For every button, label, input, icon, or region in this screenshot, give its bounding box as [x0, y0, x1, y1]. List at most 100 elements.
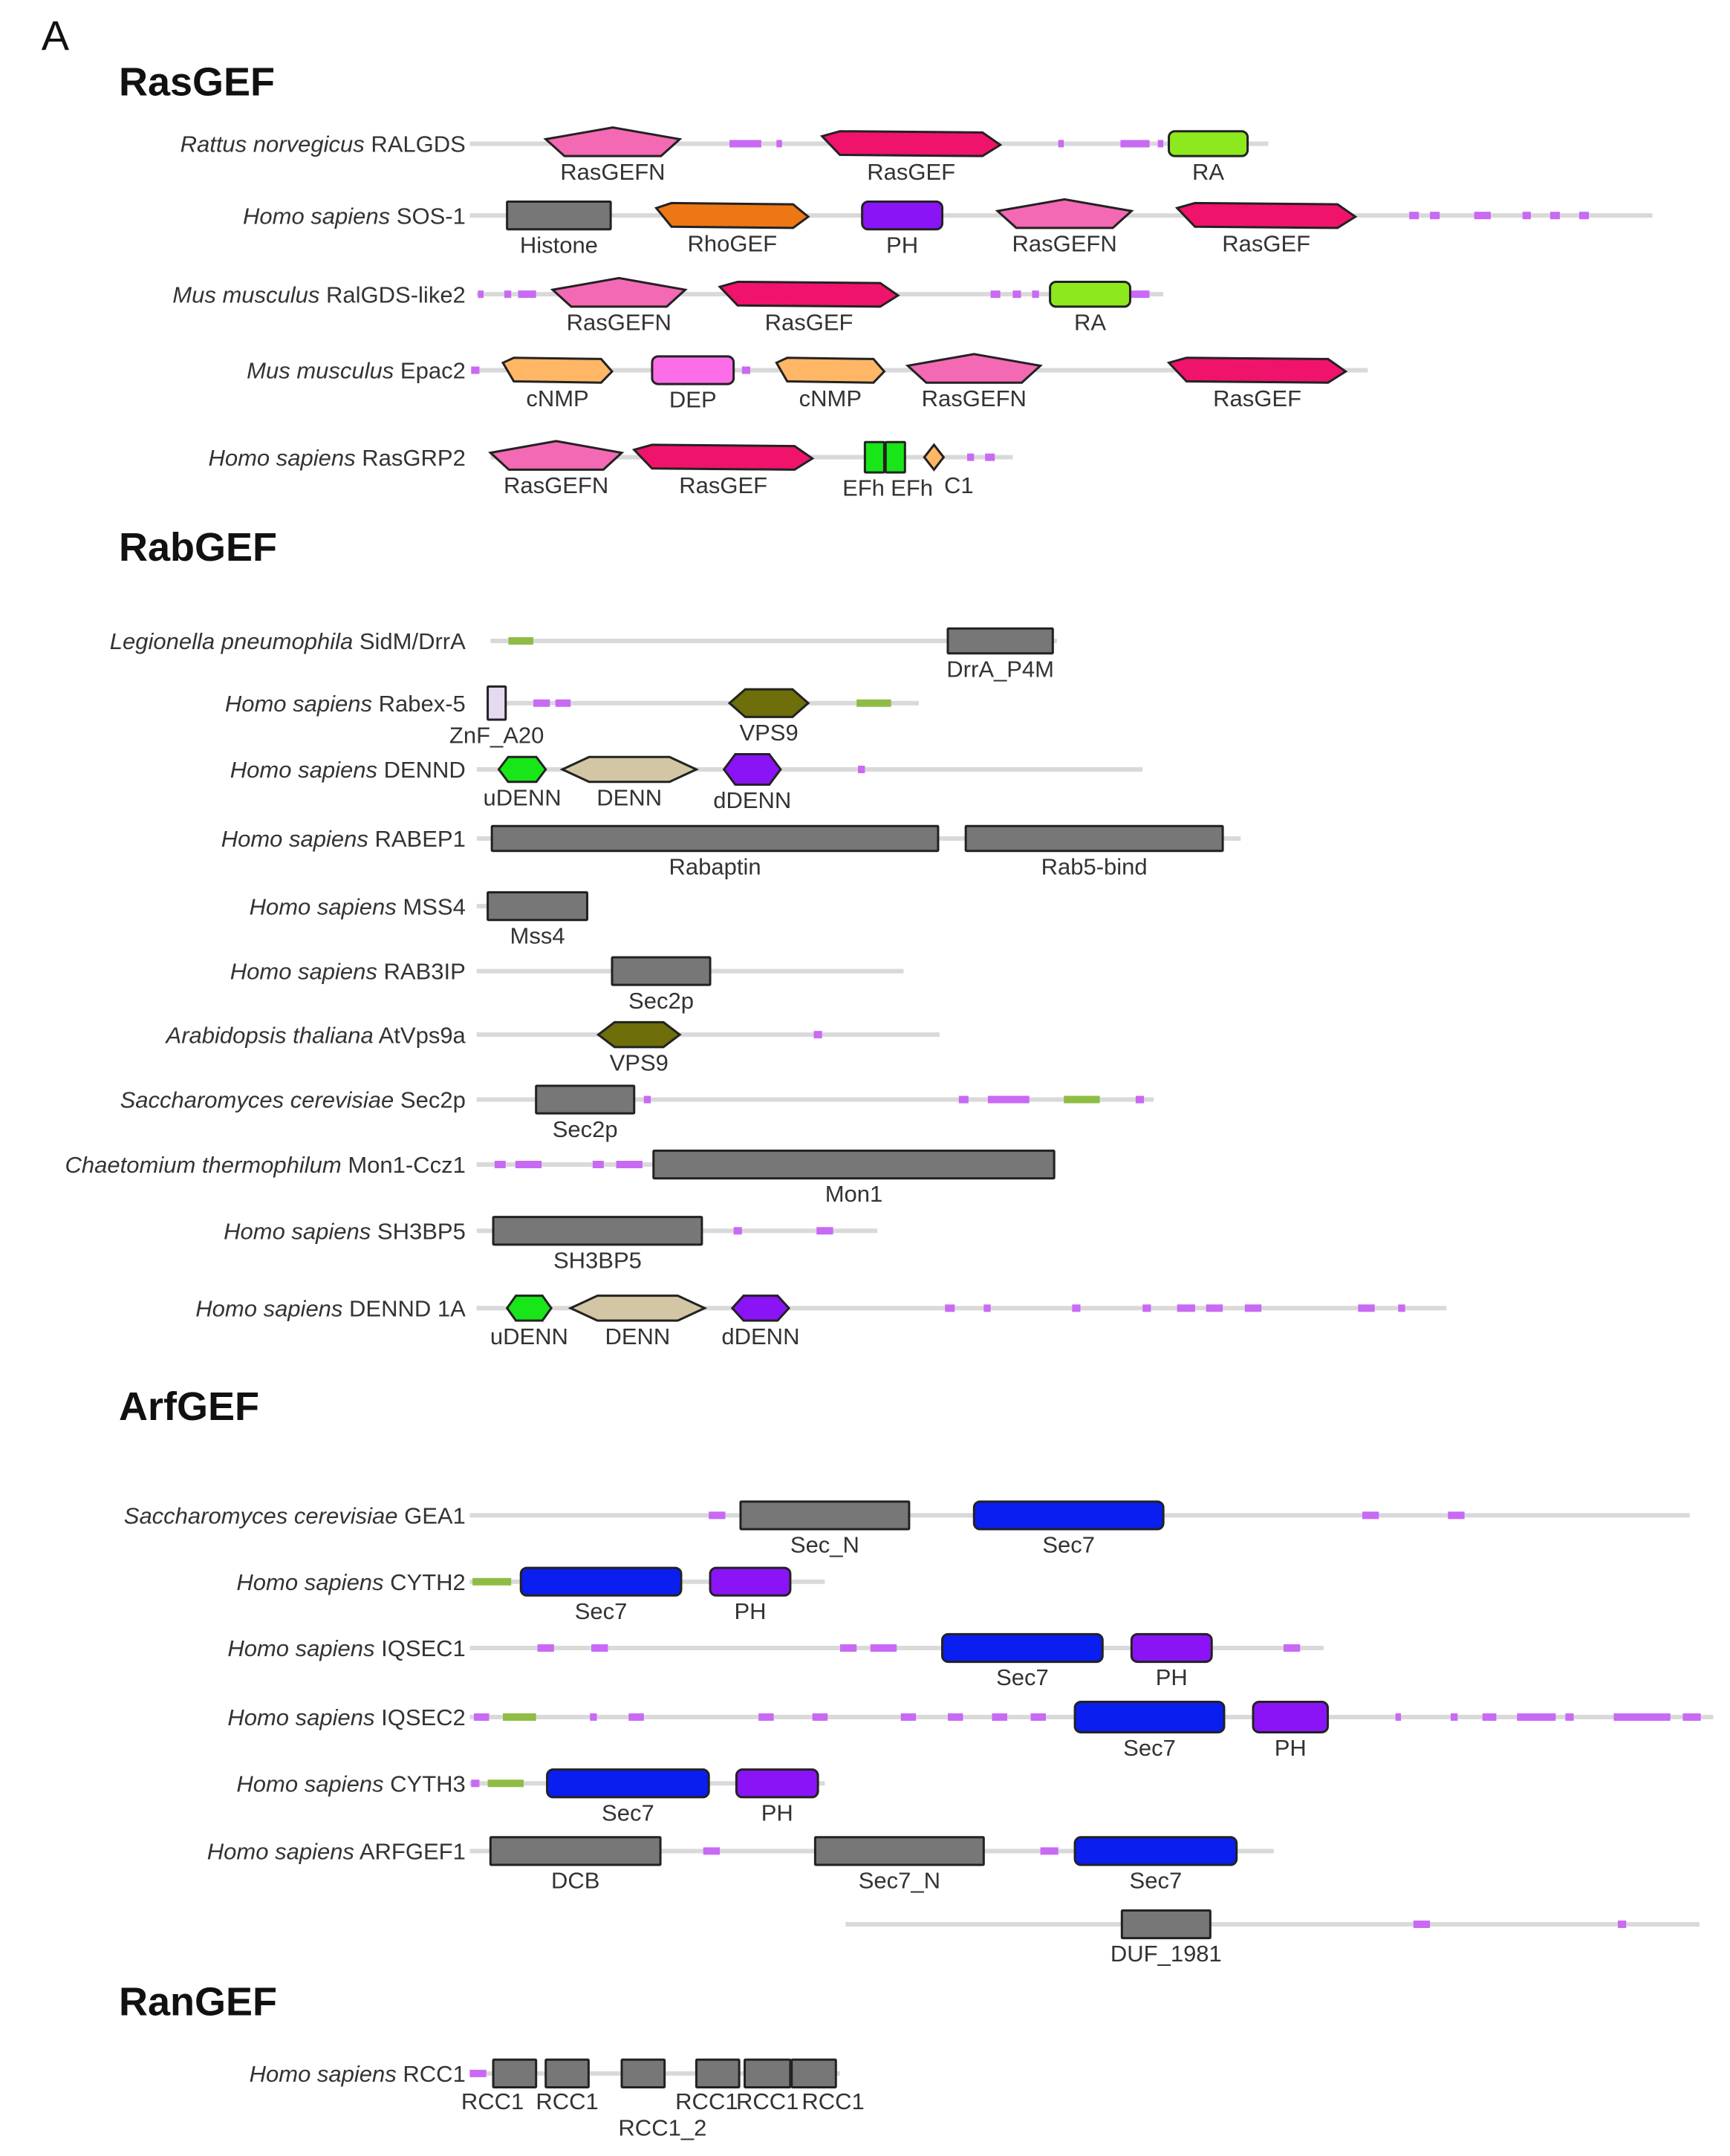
name-spacer: [384, 1771, 391, 1797]
domain-efh: [863, 440, 885, 474]
domain-label: EFh: [891, 475, 933, 501]
domain-label: PH: [734, 1598, 766, 1624]
organism-name: Rattus norvegicus: [181, 131, 365, 157]
section-title: ArfGEF: [119, 1384, 259, 1429]
domain-label: VPS9: [739, 720, 798, 746]
name-spacer: [377, 757, 384, 783]
protein-name: Homo sapiens CYTH2: [236, 1569, 465, 1595]
protein-row: Homo sapiens CYTH2: [236, 1569, 465, 1595]
organism-name: Homo sapiens: [195, 1296, 342, 1322]
gene-name: RABEP1: [374, 826, 465, 852]
organism-name: Saccharomyces cerevisiae: [120, 1087, 394, 1113]
protein-name: Saccharomyces cerevisiae GEA1: [124, 1503, 466, 1529]
name-spacer: [397, 893, 403, 919]
domain-sec7: [1073, 1701, 1226, 1733]
domain-rab5-bind: [964, 824, 1224, 853]
gene-name: AtVps9a: [379, 1022, 466, 1048]
name-spacer: [390, 203, 397, 229]
organism-name: Homo sapiens: [227, 1635, 374, 1661]
gene-name: Sec2p: [400, 1087, 466, 1113]
domain-label: PH: [761, 1800, 793, 1826]
domain-rasgefn: [543, 126, 683, 157]
domain-label: DCB: [551, 1868, 599, 1894]
organism-name: Saccharomyces cerevisiae: [124, 1503, 398, 1529]
gene-name: DENND 1A: [349, 1296, 466, 1322]
domain-label: uDENN: [484, 784, 562, 810]
organism-name: Homo sapiens: [236, 1771, 383, 1797]
domain-ph: [1252, 1701, 1329, 1733]
protein-row: Homo sapiens SOS-1: [243, 203, 466, 229]
gene-name: RasGRP2: [362, 445, 466, 471]
domain-sec7: [972, 1500, 1165, 1531]
domain-ph: [1130, 1632, 1213, 1664]
gene-name: SidM/DrrA: [360, 628, 466, 654]
gene-name: RalGDS-like2: [326, 281, 466, 307]
domain-cnmp: [775, 356, 886, 384]
name-spacer: [374, 1704, 381, 1730]
domain-sec7: [546, 1768, 710, 1799]
domain-label: PH: [886, 232, 918, 258]
organism-name: Homo sapiens: [230, 959, 377, 985]
domain-label: Sec7: [1123, 1735, 1176, 1761]
domain-label: PH: [1275, 1735, 1307, 1761]
domain-label: Mss4: [510, 922, 565, 948]
protein-name: Chaetomium thermophilum Mon1-Ccz1: [65, 1152, 466, 1178]
name-spacer: [354, 1839, 360, 1865]
gene-name: Mon1-Ccz1: [348, 1152, 466, 1178]
name-spacer: [356, 445, 362, 471]
protein-row: Homo sapiens DENND 1A: [195, 1296, 466, 1322]
domain-label: Rab5-bind: [1041, 853, 1148, 879]
protein-name: Homo sapiens MSS4: [250, 893, 466, 919]
gene-name: ARFGEF1: [360, 1839, 466, 1865]
protein-row: Homo sapiens RCC1: [250, 2061, 466, 2087]
domain-label: DEP: [669, 387, 717, 413]
domain-rasgefn: [550, 276, 688, 308]
domain-rabaptin: [490, 824, 940, 853]
domain-ph: [735, 1768, 819, 1799]
domain-rcc1: [544, 2058, 590, 2088]
domain-label: Rabaptin: [669, 853, 761, 879]
protein-name: Homo sapiens DENND: [230, 757, 466, 783]
domain-efh: [884, 440, 906, 474]
organism-name: Homo sapiens: [207, 1839, 354, 1865]
domain-c1: [923, 443, 946, 472]
domain-label: RCC1: [801, 2088, 864, 2114]
gene-name: CYTH3: [390, 1771, 466, 1797]
domain-label: RasGEF: [679, 472, 767, 498]
protein-name: Mus musculus Epac2: [247, 358, 466, 384]
protein-row: Mus musculus RalGDS-like2: [172, 281, 466, 307]
domain-ddenn: [730, 1294, 791, 1322]
organism-name: Homo sapiens: [230, 757, 377, 783]
domain-label: RasGEFN: [922, 385, 1027, 411]
protein-name: Homo sapiens RasGRP2: [208, 445, 465, 471]
name-spacer: [342, 1296, 349, 1322]
gene-name: CYTH2: [390, 1569, 466, 1595]
organism-name: Mus musculus: [172, 281, 319, 307]
protein-row: Homo sapiens DENND: [230, 757, 466, 783]
protein-row: Homo sapiens MSS4: [250, 893, 466, 919]
domain-label: Sec7: [575, 1598, 628, 1624]
organism-name: Homo sapiens: [224, 1218, 371, 1244]
protein-name: Rattus norvegicus RALGDS: [181, 131, 466, 157]
protein-row: Homo sapiens Rabex-5: [225, 691, 466, 717]
protein-name: Homo sapiens IQSEC1: [227, 1635, 466, 1661]
protein-name: Legionella pneumophila SidM/DrrA: [110, 628, 466, 654]
domain-udenn: [497, 755, 547, 784]
domain-label: cNMP: [526, 385, 588, 411]
domain-rasgefn: [488, 440, 625, 471]
panel-label: A: [42, 12, 70, 59]
domain-label: DUF_1981: [1110, 1941, 1222, 1967]
protein-row: Homo sapiens RAB3IP: [230, 959, 466, 985]
domain-label: VPS9: [610, 1050, 669, 1076]
protein-name: Saccharomyces cerevisiae Sec2p: [120, 1087, 466, 1113]
protein-name: Homo sapiens DENND 1A: [195, 1296, 466, 1322]
organism-name: Legionella pneumophila: [110, 628, 353, 654]
domain-label: RasGEFN: [504, 472, 608, 498]
domain-rcc1: [492, 2058, 538, 2088]
domain-histone: [506, 201, 612, 231]
domain-znf-a20: [487, 685, 507, 721]
domain-label: RCC1: [675, 2088, 738, 2114]
domain-label: PH: [1156, 1664, 1188, 1690]
domain-label: EFh: [842, 475, 885, 501]
organism-name: Homo sapiens: [236, 1569, 383, 1595]
